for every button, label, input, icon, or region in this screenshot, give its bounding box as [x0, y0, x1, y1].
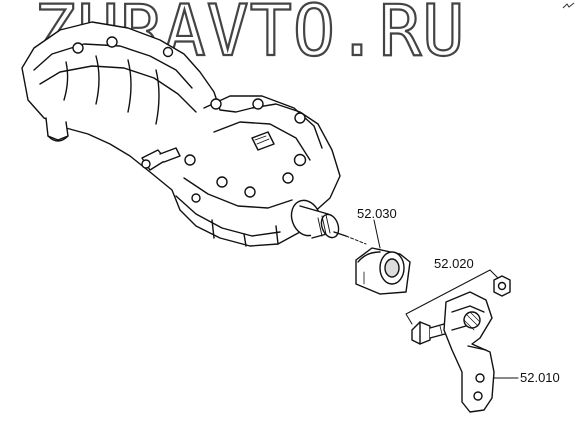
splined-output-shaft [290, 199, 347, 239]
housing-bolt-holes [72, 36, 307, 203]
breather-fitting [141, 147, 181, 171]
callout-52020: 52.020 [434, 256, 474, 271]
clamp-nut [493, 275, 511, 297]
leader-52020 [405, 269, 499, 325]
callout-52030: 52.030 [357, 206, 397, 221]
corner-mark-icon [562, 2, 575, 9]
callout-52010: 52.010 [520, 370, 560, 385]
shaft-axis-line [345, 235, 367, 245]
callout-leaders [373, 219, 519, 379]
bushing-part [355, 247, 411, 295]
housing-label-plate [251, 131, 275, 151]
gear-lever-arm [443, 291, 495, 413]
leader-52030 [373, 219, 381, 249]
valve-housing [21, 21, 341, 247]
